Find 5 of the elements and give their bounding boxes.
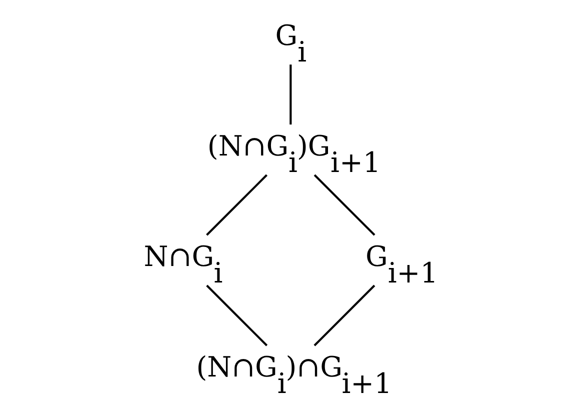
connector [313,284,375,346]
connector [206,284,268,346]
connector [289,64,292,125]
connector [206,174,267,236]
connector [313,174,375,236]
